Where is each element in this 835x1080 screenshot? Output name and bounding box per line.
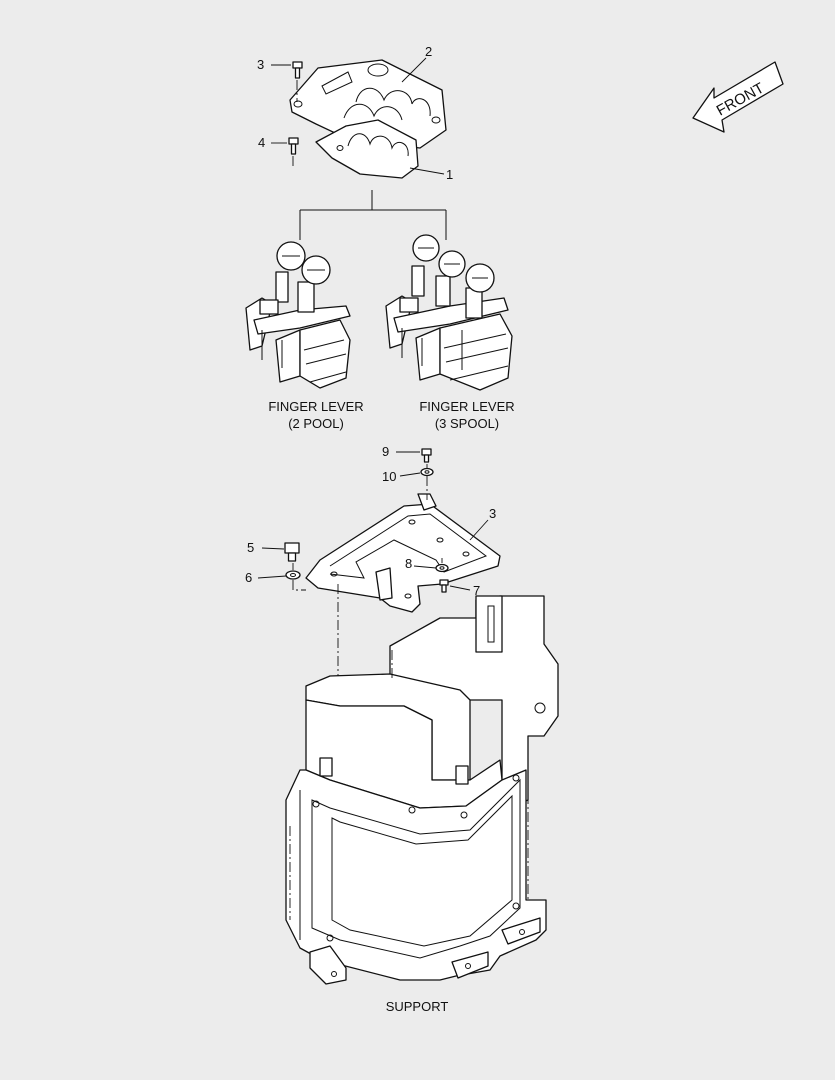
callout-1: 1	[446, 167, 453, 182]
washer-8	[435, 563, 449, 573]
screw-9	[421, 448, 432, 463]
finger-lever-3-spool	[385, 234, 513, 391]
callout-3-bracket: 3	[489, 506, 496, 521]
finger-lever-2-spool	[245, 241, 351, 389]
callout-9: 9	[382, 444, 389, 459]
front-arrow: FRONT	[692, 61, 784, 133]
caption-finger-lever-2-line2: (2 POOL)	[288, 416, 344, 431]
caption-finger-lever-3-line2: (3 SPOOL)	[435, 416, 499, 431]
callout-5: 5	[247, 540, 254, 555]
callout-2: 2	[425, 44, 432, 59]
bolt-5	[284, 542, 300, 562]
screw-7	[439, 579, 449, 593]
screw-4	[288, 137, 299, 155]
callout-10: 10	[382, 469, 396, 484]
washer-6	[285, 570, 301, 580]
washer-10	[420, 467, 434, 477]
callout-6: 6	[245, 570, 252, 585]
callout-3: 3	[257, 57, 264, 72]
callout-8: 8	[405, 556, 412, 571]
callout-7: 7	[473, 583, 480, 598]
caption-finger-lever-3-line1: FINGER LEVER	[419, 399, 514, 414]
lower-cover	[315, 119, 419, 179]
callout-4: 4	[258, 135, 265, 150]
variant-bracket	[299, 190, 447, 240]
caption-finger-lever-2-line1: FINGER LEVER	[268, 399, 363, 414]
caption-support: SUPPORT	[386, 999, 449, 1014]
support-housing	[285, 595, 559, 985]
mounting-bracket	[305, 493, 501, 613]
screw-3	[292, 61, 303, 79]
cover-assembly: 3 4 2 1	[257, 44, 453, 182]
